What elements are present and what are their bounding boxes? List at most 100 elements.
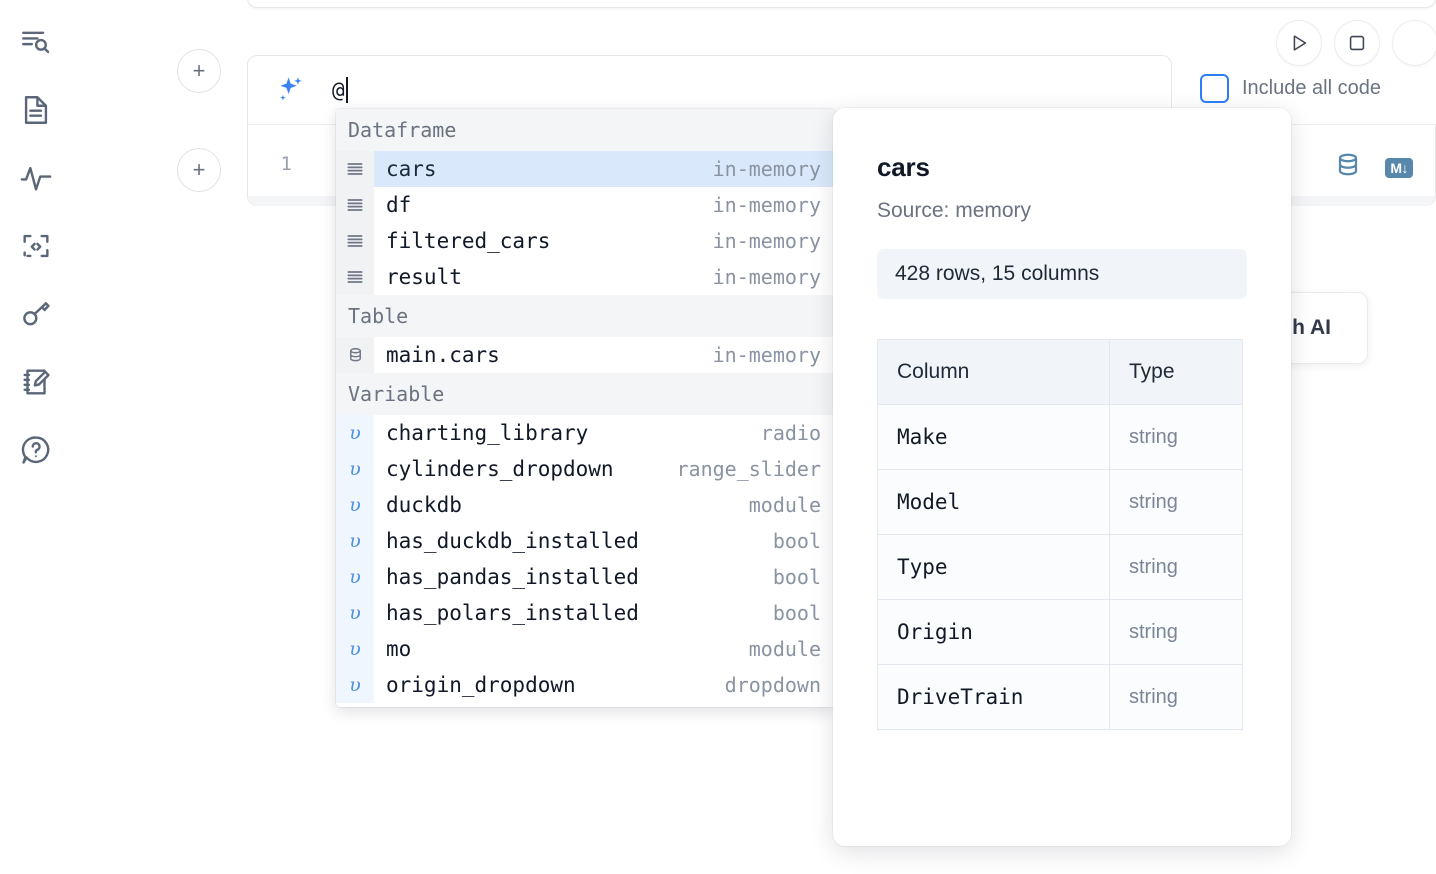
preview-column-name: Make	[877, 404, 1110, 470]
database-cylinder-icon	[336, 337, 374, 373]
autocomplete-item-type: in-memory	[712, 343, 821, 367]
left-sidebar	[0, 0, 72, 874]
preview-title: cars	[877, 152, 930, 182]
preview-column-name: DriveTrain	[877, 664, 1110, 730]
autocomplete-item-name: filtered_cars	[386, 229, 551, 253]
autocomplete-item-type: in-memory	[712, 265, 821, 289]
include-all-code-label: Include all code	[1242, 77, 1381, 99]
variable-upsilon-icon: υ	[336, 487, 374, 523]
preview-table-header-cell: Type	[1109, 339, 1243, 405]
autocomplete-item-name: result	[386, 265, 462, 289]
run-button[interactable]	[1276, 20, 1322, 66]
preview-stats-badge: 428 rows, 15 columns	[877, 249, 1247, 299]
autocomplete-item-type: range_slider	[676, 457, 822, 481]
markdown-icon[interactable]: M↓	[1385, 157, 1413, 178]
key-icon[interactable]	[12, 290, 60, 338]
autocomplete-group-header: Variable	[336, 373, 835, 415]
dataframe-rows-icon	[336, 151, 374, 187]
autocomplete-item-name: has_polars_installed	[386, 601, 639, 625]
autocomplete-item[interactable]: main.cars in-memory	[336, 337, 835, 373]
add-cell-button-bottom[interactable]: +	[177, 148, 221, 192]
variable-upsilon-icon: υ	[336, 451, 374, 487]
preview-column-type: string	[1109, 534, 1243, 600]
include-all-code-row[interactable]: Include all code	[1200, 74, 1381, 103]
autocomplete-item-name: cars	[386, 157, 437, 181]
autocomplete-group-rows: main.cars in-memory	[336, 337, 835, 373]
autocomplete-item-name: origin_dropdown	[386, 673, 576, 697]
sparkles-icon	[270, 73, 310, 107]
code-snippet-icon[interactable]	[12, 222, 60, 270]
preview-column-type: string	[1109, 599, 1243, 665]
autocomplete-item-type: bool	[772, 565, 821, 589]
variable-upsilon-icon: υ	[336, 631, 374, 667]
autocomplete-group-header: Table	[336, 295, 835, 337]
preview-column-name: Model	[877, 469, 1110, 535]
add-cell-button-top[interactable]: +	[177, 49, 221, 93]
preview-column-type: string	[1109, 404, 1243, 470]
help-chat-icon[interactable]	[12, 426, 60, 474]
cell-above-partial	[247, 0, 1436, 8]
autocomplete-item[interactable]: υ origin_dropdown dropdown	[336, 667, 835, 703]
autocomplete-group-header: Dataframe	[336, 109, 835, 151]
autocomplete-item-type: module	[748, 493, 821, 517]
file-text-icon[interactable]	[12, 86, 60, 134]
ai-prompt-input[interactable]: @	[310, 77, 1171, 103]
autocomplete-item-type: in-memory	[712, 193, 821, 217]
variable-upsilon-icon: υ	[336, 523, 374, 559]
preview-column-type: string	[1109, 469, 1243, 535]
autocomplete-item-name: duckdb	[386, 493, 462, 517]
preview-column-name: Type	[877, 534, 1110, 600]
autocomplete-item[interactable]: υ has_polars_installed bool	[336, 595, 835, 631]
autocomplete-item-type: radio	[760, 421, 821, 445]
activity-icon[interactable]	[12, 154, 60, 202]
autocomplete-item-type: bool	[772, 529, 821, 553]
line-number: 1	[280, 153, 292, 175]
database-icon[interactable]	[1333, 151, 1363, 186]
scratchpad-edit-icon[interactable]	[12, 358, 60, 406]
dataframe-rows-icon	[336, 187, 374, 223]
interrupt-button[interactable]	[1334, 20, 1380, 66]
text-caret	[345, 77, 348, 103]
preview-source: Source: memory	[877, 199, 1032, 222]
include-all-code-checkbox[interactable]	[1200, 74, 1229, 103]
autocomplete-item-type: module	[748, 637, 821, 661]
cell-toolbar: M↓	[1333, 151, 1413, 186]
autocomplete-item-name: has_pandas_installed	[386, 565, 639, 589]
explore-outline-icon[interactable]	[12, 18, 60, 66]
autocomplete-item-type: bool	[772, 601, 821, 625]
autocomplete-item-name: main.cars	[386, 343, 500, 367]
autocomplete-item-type: dropdown	[724, 673, 821, 697]
markdown-badge-label: M↓	[1385, 157, 1413, 178]
preview-column-name: Origin	[877, 599, 1110, 665]
dataframe-rows-icon	[336, 223, 374, 259]
more-button-partial[interactable]	[1392, 20, 1436, 66]
autocomplete-item[interactable]: result in-memory	[336, 259, 835, 295]
variable-upsilon-icon: υ	[336, 595, 374, 631]
ai-prompt-value: @	[332, 78, 345, 102]
run-controls	[1276, 20, 1436, 66]
preview-table-header-cell: Column	[877, 339, 1110, 405]
autocomplete-item-name: charting_library	[386, 421, 589, 445]
variable-upsilon-icon: υ	[336, 667, 374, 703]
preview-column-type: string	[1109, 664, 1243, 730]
